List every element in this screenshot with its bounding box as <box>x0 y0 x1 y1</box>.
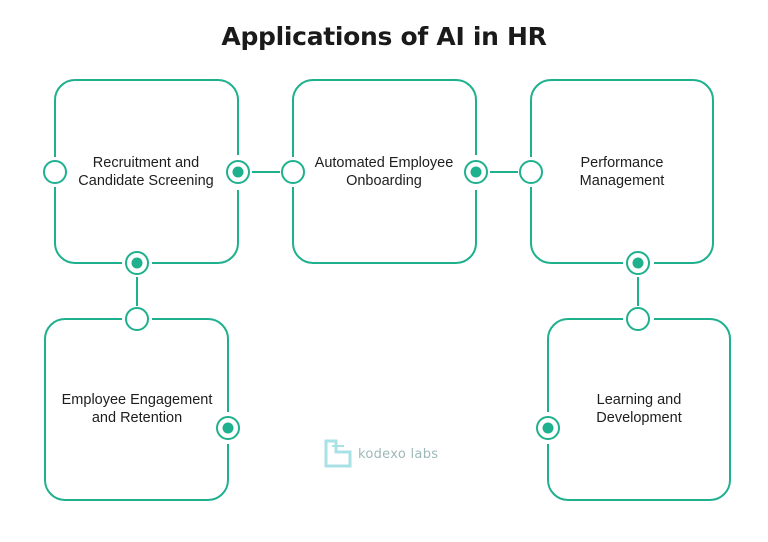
box-label-learning: Learning and Development <box>559 384 719 434</box>
box-performance-line2: Management <box>579 173 665 189</box>
box-learning-line2: Development <box>596 410 682 426</box>
node-filled-engagement-right <box>216 416 240 440</box>
box-engagement-outline <box>44 318 229 501</box>
node-open-engagement-top <box>125 307 149 331</box>
node-filled-recruitment-right <box>226 160 250 184</box>
box-recruitment-outline <box>54 79 239 264</box>
node-open-learning-top <box>626 307 650 331</box>
page-title: Applications of AI in HR <box>221 22 547 51</box>
box-label-onboarding: Automated Employee Onboarding <box>304 147 464 197</box>
box-onboarding-outline <box>292 79 477 264</box>
box-engagement-line1: Employee Engagement <box>61 392 213 408</box>
node-open-recruitment-left <box>43 160 67 184</box>
box-label-engagement: Employee Engagement and Retention <box>47 384 227 434</box>
node-open-onboarding-left <box>281 160 305 184</box>
box-performance-outline <box>530 79 714 264</box>
box-performance-line1: Performance <box>580 155 664 171</box>
box-label-recruitment: Recruitment and Candidate Screening <box>66 147 226 197</box>
kodexo-logo-text: kodexo labs <box>358 447 439 462</box>
box-recruitment-line1: Recruitment and <box>92 155 200 171</box>
node-filled-learning-left <box>536 416 560 440</box>
node-filled-recruitment-bottom <box>125 251 149 275</box>
box-engagement-line2: and Retention <box>91 410 183 426</box>
node-filled-performance-bottom <box>626 251 650 275</box>
node-open-performance-left <box>519 160 543 184</box>
box-recruitment-line2: Candidate Screening <box>78 173 214 189</box>
box-onboarding-line2: Onboarding <box>346 173 422 189</box>
box-learning-outline <box>547 318 731 501</box>
box-label-performance: Performance Management <box>542 147 702 197</box>
kodexo-logo-icon <box>324 439 352 468</box>
box-onboarding-line1: Automated Employee <box>314 155 454 171</box>
box-learning-line1: Learning and <box>596 392 682 408</box>
node-filled-onboarding-right <box>464 160 488 184</box>
